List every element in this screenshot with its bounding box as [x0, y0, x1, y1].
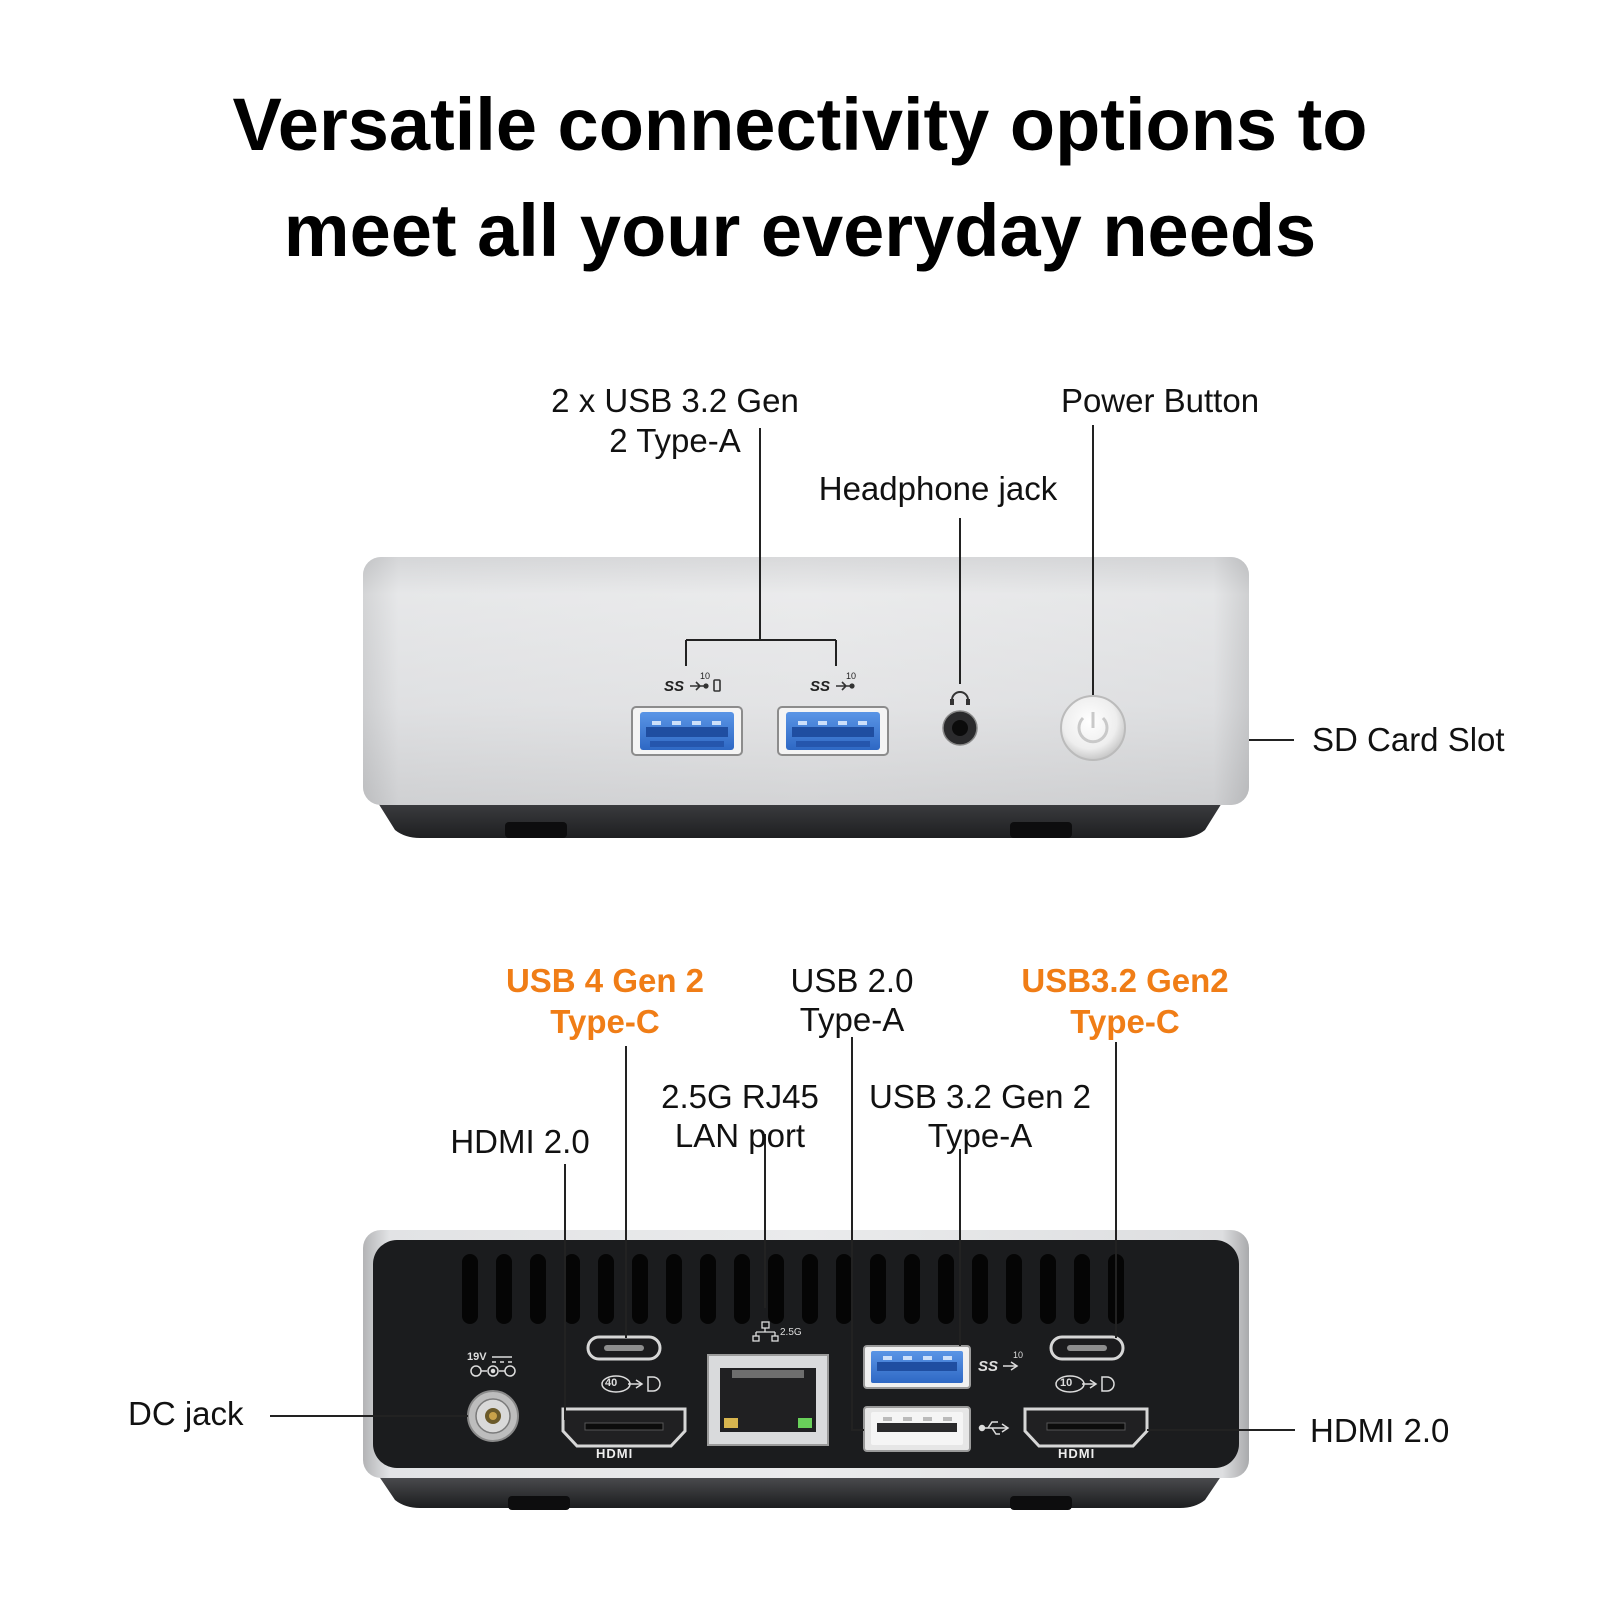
rear-usb20-typea-graphic [863, 1406, 971, 1452]
vent-slot [904, 1254, 920, 1324]
usbc-logo-icon [1055, 1375, 1115, 1393]
usb20-label-line-1: USB 2.0 [790, 962, 914, 999]
front-usb-port-2 [777, 706, 889, 756]
vent-slot [836, 1254, 852, 1324]
lan-speed-mark: 2.5G [780, 1327, 802, 1338]
front-ss-mark-2: SS [810, 678, 831, 695]
vent-slot [802, 1254, 818, 1324]
headline-line-2: meet all your everyday needs [283, 189, 1317, 272]
front-usb-label-line-2: 2 Type-A [609, 422, 741, 459]
usb-icon [978, 1421, 1010, 1435]
hdmi-right-label: HDMI 2.0 [1310, 1412, 1450, 1449]
front-speed-mark-2: 10 [846, 671, 857, 681]
vent-slot [496, 1254, 512, 1324]
dc-jack-graphic [467, 1356, 519, 1442]
usb4-label-line-2: Type-C [550, 1003, 660, 1040]
vent-slot [462, 1254, 478, 1324]
vent-slot [1040, 1254, 1056, 1324]
rear-usb32-typea-graphic [863, 1345, 971, 1389]
hdmi-right-mark: HDMI [1058, 1446, 1096, 1461]
vent-slot [632, 1254, 648, 1324]
usb32a-label-line-2: Type-A [927, 1117, 1033, 1154]
hdmi-left-graphic [561, 1407, 687, 1448]
hdmi-left-mark: HDMI [596, 1446, 634, 1461]
usb32c-label-line-1: USB3.2 Gen2 [1021, 962, 1229, 999]
usb4-logo-icon [601, 1375, 661, 1393]
rear-ss-mark: SS [978, 1358, 999, 1375]
usb4-speed-mark: 40 [605, 1377, 618, 1389]
vent-slot [870, 1254, 886, 1324]
front-ss-mark-1: SS [664, 678, 685, 695]
usb4-label-line-1: USB 4 Gen 2 [505, 962, 705, 999]
lan-label-line-2: LAN port [674, 1117, 806, 1154]
power-button-label: Power Button [1060, 382, 1260, 419]
usb32a-label-line-1: USB 3.2 Gen 2 [869, 1078, 1091, 1115]
rear-ss-speed-mark: 10 [1013, 1350, 1024, 1360]
vent-slot [598, 1254, 614, 1324]
usb20-label-line-2: Type-A [799, 1001, 905, 1038]
vent-slot [666, 1254, 682, 1324]
vent-slot [564, 1254, 580, 1324]
headphone-jack-label: Headphone jack [818, 470, 1058, 507]
vent-slot [768, 1254, 784, 1324]
vent-slot [1074, 1254, 1090, 1324]
headphone-jack [942, 691, 978, 746]
hdmi-left-label: HDMI 2.0 [450, 1123, 590, 1160]
power-button-graphic [1060, 695, 1126, 761]
usb32c-label-line-2: Type-C [1070, 1003, 1180, 1040]
dc-jack-label: DC jack [128, 1395, 244, 1432]
usbc-speed-mark: 10 [1060, 1377, 1073, 1389]
usb32-typec-graphic [1049, 1335, 1125, 1361]
lan-port-graphic [707, 1321, 829, 1446]
sd-card-slot-label: SD Card Slot [1312, 721, 1505, 758]
front-device [363, 425, 1294, 838]
lan-label-line-1: 2.5G RJ45 [661, 1078, 819, 1115]
usb4-typec-graphic [586, 1335, 662, 1361]
vent-slot [972, 1254, 988, 1324]
headline-line-1: Versatile connectivity options to [232, 83, 1368, 166]
vent-slot [1006, 1254, 1022, 1324]
vent-slot [530, 1254, 546, 1324]
vent-slot [734, 1254, 750, 1324]
rear-ss-usb-icon [1003, 1361, 1019, 1371]
dc-voltage-mark: 19V [467, 1351, 487, 1363]
ss-usb-icon-2 [836, 681, 855, 691]
vent-slot [938, 1254, 954, 1324]
hdmi-right-graphic [1023, 1407, 1149, 1448]
lan-icon [752, 1321, 779, 1342]
ss-usb-icon-1 [690, 679, 721, 692]
vent-slot [700, 1254, 716, 1324]
front-speed-mark-1: 10 [700, 671, 711, 681]
front-usb-port-1 [631, 706, 743, 756]
front-usb-label-line-1: 2 x USB 3.2 Gen [551, 382, 799, 419]
